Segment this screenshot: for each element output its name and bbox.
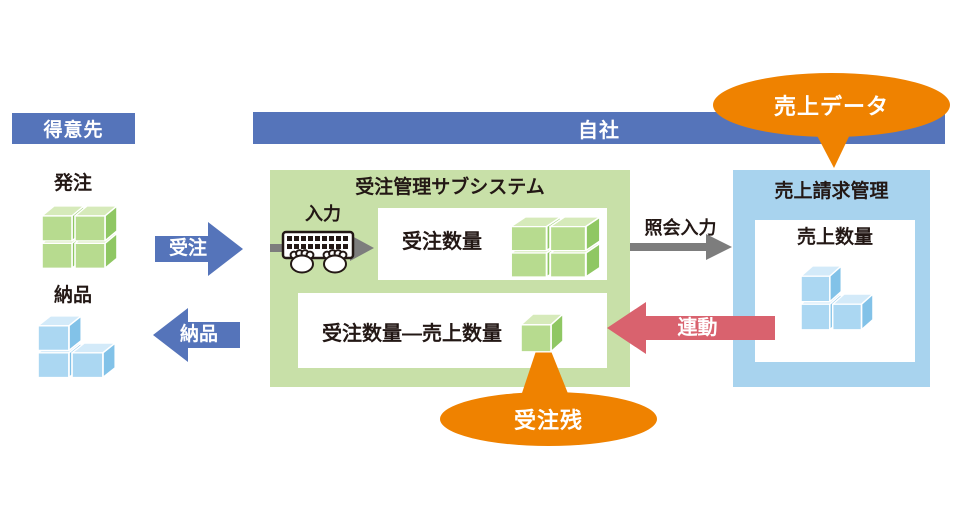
order-subsystem-title: 受注管理サブシステム	[355, 177, 545, 198]
customer-order-label: 発注	[53, 173, 92, 194]
link-arrow-label: 連動	[677, 317, 718, 339]
order-backlog-callout: 受注残	[440, 392, 657, 446]
order-arrow-label: 受注	[168, 238, 207, 259]
inquiry-arrow-label: 照会入力	[644, 218, 717, 238]
order-quantity-label: 受注数量	[402, 231, 482, 253]
delivery-arrow-label: 納品	[179, 324, 218, 345]
backlog-formula-label: 受注数量—売上数量	[322, 323, 502, 345]
sales-data-callout: 売上データ	[713, 73, 950, 137]
order-cubes-icon	[41, 205, 118, 270]
sales-quantity-label: 売上数量	[796, 227, 873, 248]
customer-header: 得意先	[12, 113, 135, 144]
customer-delivery-label: 納品	[53, 285, 92, 306]
sales-billing-title: 売上請求管理	[774, 181, 889, 202]
delivery-cubes-icon	[37, 315, 117, 379]
input-label: 入力	[305, 204, 341, 224]
